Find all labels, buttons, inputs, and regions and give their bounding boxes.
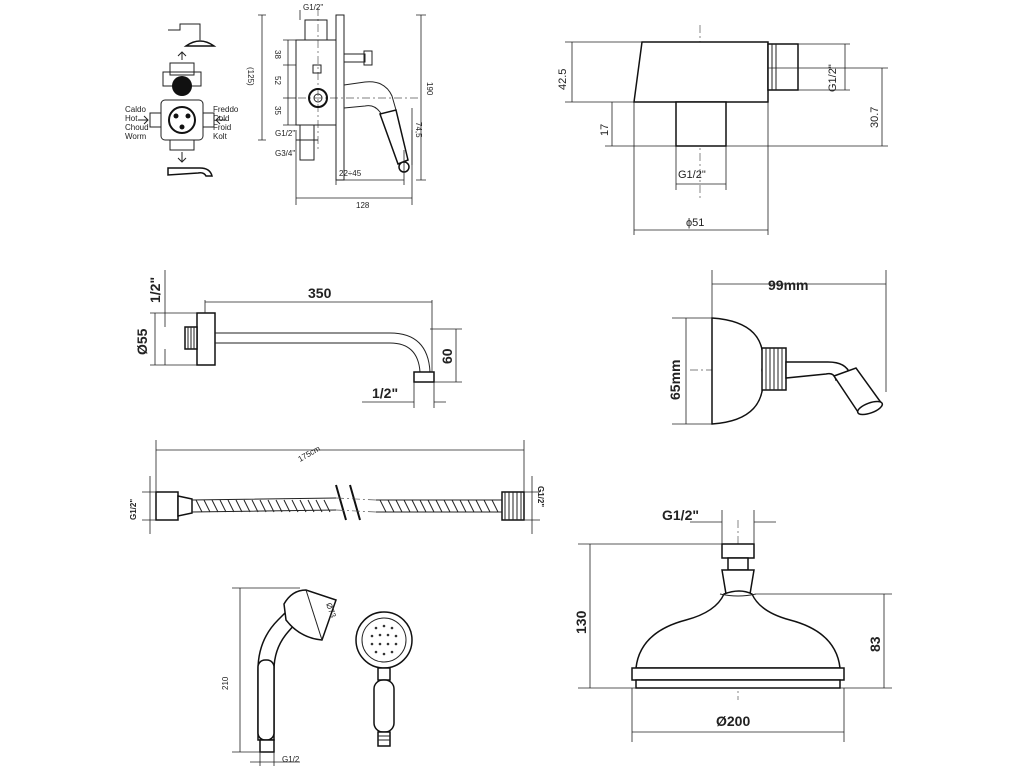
cold-inlet-arrow [215, 115, 226, 125]
mixer-schematic: Caldo Hot Choud Worm Freddo Cold Froid K… [125, 23, 239, 177]
dim-128: 128 [356, 201, 370, 210]
dim-22-45: 22÷45 [339, 169, 362, 178]
dim-outlet-thread: 1/2" [372, 385, 398, 401]
hand-shower-front-view [355, 611, 413, 747]
dim-left-thread: G1/2" [129, 499, 138, 520]
hot-inlet-arrow [138, 115, 149, 125]
dim-thread: G1/2 [282, 755, 300, 764]
dim-mid-thread: G1/2" [275, 129, 295, 138]
dim-length: 175cm [297, 444, 323, 464]
mixer-section-view: G1/2" 38 52 35 (125) G1/2" G3/4" 22÷45 1… [246, 3, 434, 210]
dim-top-thread: G1/2" [303, 3, 323, 12]
dim-52: 52 [273, 76, 282, 85]
hot-label-4: Worm [125, 132, 147, 141]
dim-height: 210 [221, 676, 230, 690]
dim-190: 190 [425, 82, 434, 96]
dim-bottom-thread: G1/2" [678, 169, 706, 181]
dim-74-5: 74,5 [414, 122, 423, 138]
dim-thread: G1/2" [662, 507, 699, 523]
dim-width: 99mm [768, 277, 808, 293]
wall-connector-view: 42.5 17 G1/2" 30.7 G1/2" ϕ51 [557, 25, 888, 235]
dim-height: 130 [573, 610, 589, 634]
dim-42-5: 42.5 [557, 69, 569, 90]
dim-35: 35 [273, 106, 282, 115]
cold-label-4: Kolt [213, 132, 228, 141]
dim-38: 38 [273, 50, 282, 59]
dim-diameter: Ø200 [716, 713, 750, 729]
dim-side-thread: G1/2" [827, 64, 839, 92]
bath-spout-icon [167, 167, 213, 177]
hot-label-3: Choud [125, 123, 149, 132]
shower-arm-view: 1/2" 350 Ø55 60 1/2" [134, 270, 462, 408]
hand-holder-view: 99mm 65mm [667, 270, 887, 425]
hot-label-2: Hot [125, 114, 138, 123]
dim-top-thread: 1/2" [147, 277, 163, 303]
dim-17: 17 [599, 124, 611, 136]
dim-length: 350 [308, 285, 332, 301]
dim-flange: Ø55 [134, 328, 150, 355]
lever-handle [343, 81, 410, 173]
dim-drop: 60 [439, 348, 455, 364]
dim-height: 65mm [667, 360, 683, 400]
dim-125: (125) [246, 67, 255, 86]
dim-bottom-thread: G3/4" [275, 149, 295, 158]
cold-label-1: Freddo [213, 105, 239, 114]
hot-label-1: Caldo [125, 105, 146, 114]
hand-shower-side-view: 210 Ø73 G1/2 [221, 587, 338, 766]
hose-view: 175cm G1/2" G1/2" [129, 440, 545, 534]
hose-right-segment [376, 499, 502, 513]
mixer-body [149, 62, 215, 151]
dim-30-7: 30.7 [869, 107, 881, 128]
dim-right-thread: G1/2" [536, 486, 545, 507]
dim-body: 83 [867, 636, 883, 652]
cold-label-2: Cold [213, 114, 229, 123]
cold-label-3: Froid [213, 123, 231, 132]
shower-head-view: G1/2" 130 83 Ø200 [573, 507, 892, 742]
hose-left-segment [191, 497, 337, 513]
dim-diameter: ϕ51 [686, 217, 704, 229]
overhead-shower-icon [168, 23, 217, 60]
